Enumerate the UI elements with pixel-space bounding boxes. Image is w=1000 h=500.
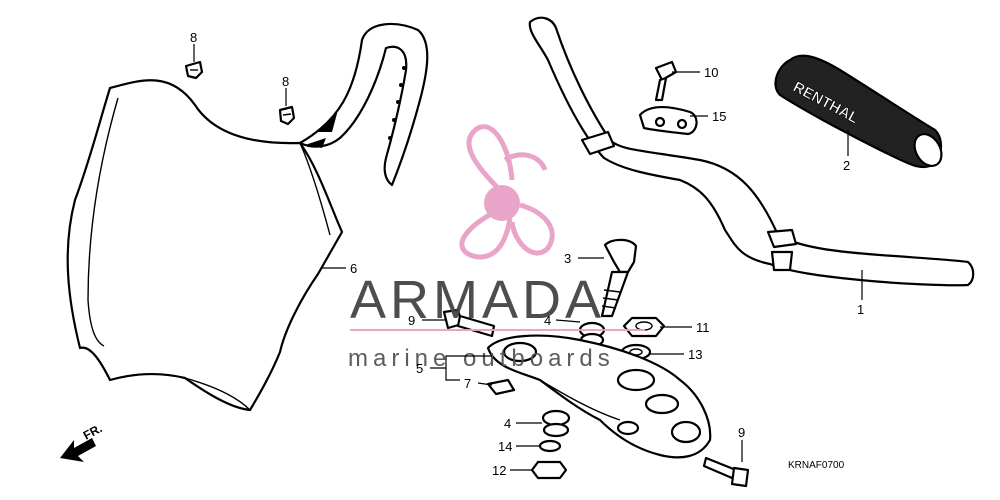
callout-15: 15 [712, 109, 726, 124]
callout-8-upper: 8 [190, 30, 197, 45]
callout-13: 13 [688, 347, 702, 362]
callout-6: 6 [350, 261, 357, 276]
callout-1: 1 [857, 302, 864, 317]
callout-numbers: 8 8 10 15 2 6 3 1 9 4 11 13 5 7 4 14 12 … [190, 30, 864, 478]
callout-5: 5 [416, 361, 423, 376]
nut-12[interactable] [530, 460, 568, 480]
bolt-8-upper[interactable] [184, 60, 204, 80]
callout-9-lower: 9 [738, 425, 745, 440]
bolt-8-lower[interactable] [278, 105, 296, 126]
bolt-9-lower[interactable] [702, 456, 750, 488]
front-direction-label: FR. [81, 421, 105, 442]
callout-4-upper: 4 [544, 313, 551, 328]
callout-2: 2 [843, 158, 850, 173]
callout-8-lower: 8 [282, 74, 289, 89]
callout-leaders [193, 44, 863, 471]
cushion-4-lower[interactable] [541, 409, 571, 438]
handlebar-pad[interactable]: RENTHAL [774, 54, 946, 171]
nut-11[interactable] [622, 316, 666, 338]
callout-10: 10 [704, 65, 718, 80]
upper-holder-15[interactable] [638, 106, 698, 136]
bolt-10[interactable] [654, 60, 678, 102]
top-bridge[interactable] [486, 334, 712, 459]
watermark-tagline: marine outboards [348, 345, 615, 372]
callout-11: 11 [696, 320, 710, 335]
callout-12: 12 [492, 463, 506, 478]
front-direction-arrow: FR. [60, 421, 104, 462]
callout-3: 3 [564, 251, 571, 266]
callout-7: 7 [464, 376, 471, 391]
washer-14[interactable] [538, 439, 562, 453]
callout-14: 14 [498, 439, 512, 454]
holder-3[interactable] [600, 238, 638, 318]
number-plate[interactable] [66, 23, 429, 412]
callout-4-lower: 4 [504, 416, 511, 431]
handlebar[interactable] [528, 16, 975, 287]
collar-7[interactable] [486, 378, 516, 396]
callout-9-upper: 9 [408, 313, 415, 328]
propeller-logo [459, 124, 555, 260]
diagram-code: KRNAF0700 [788, 460, 845, 471]
